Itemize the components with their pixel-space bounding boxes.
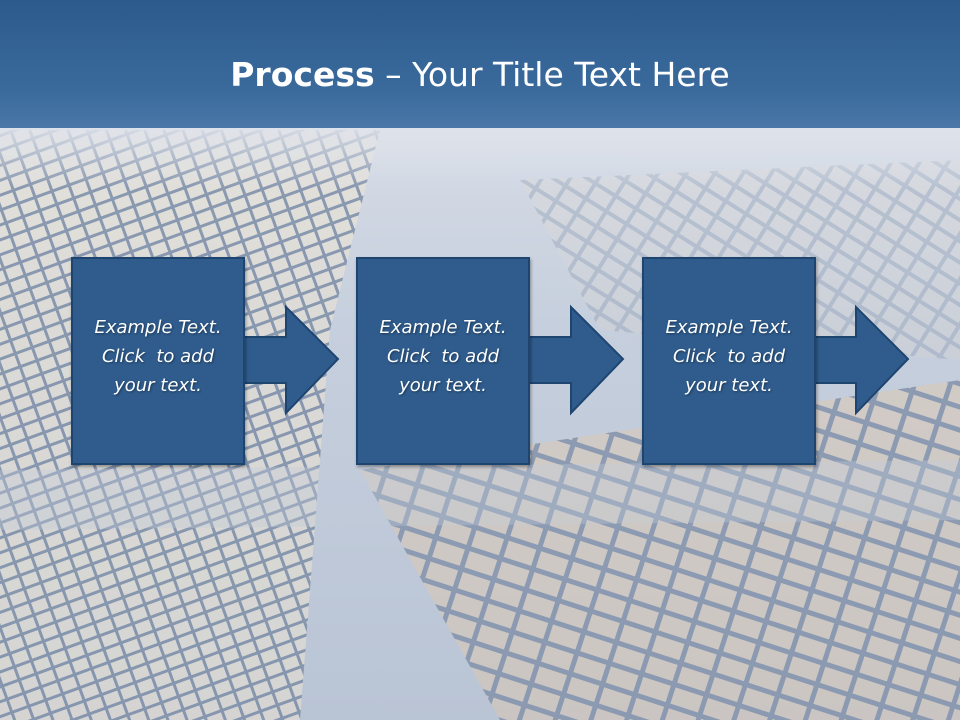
step-2-text[interactable]: Example Text. Click to add your text. (358, 313, 528, 400)
step-3-line-1: Example Text. (665, 317, 793, 338)
title-bar (0, 0, 960, 128)
process-step-3[interactable]: Example Text. Click to add your text. (642, 257, 816, 465)
step-3-line-3: your text. (685, 375, 773, 396)
process-arrow-1 (239, 304, 340, 416)
title-rest-text: – Your Title Text Here (374, 55, 730, 94)
step-3-text[interactable]: Example Text. Click to add your text. (644, 313, 814, 400)
step-1-line-2: Click to add (101, 346, 214, 367)
process-step-2[interactable]: Example Text. Click to add your text. (356, 257, 530, 465)
process-arrow-2 (524, 304, 625, 416)
step-2-line-3: your text. (399, 375, 487, 396)
step-2-line-1: Example Text. (379, 317, 507, 338)
step-3-line-2: Click to add (672, 346, 785, 367)
step-1-line-3: your text. (114, 375, 202, 396)
process-arrow-3 (809, 304, 910, 416)
slide-title[interactable]: Process – Your Title Text Here (0, 50, 960, 100)
step-2-line-2: Click to add (386, 346, 499, 367)
title-bold-text: Process (230, 55, 375, 94)
step-1-line-1: Example Text. (94, 317, 222, 338)
step-1-text[interactable]: Example Text. Click to add your text. (73, 313, 243, 400)
process-step-1[interactable]: Example Text. Click to add your text. (71, 257, 245, 465)
